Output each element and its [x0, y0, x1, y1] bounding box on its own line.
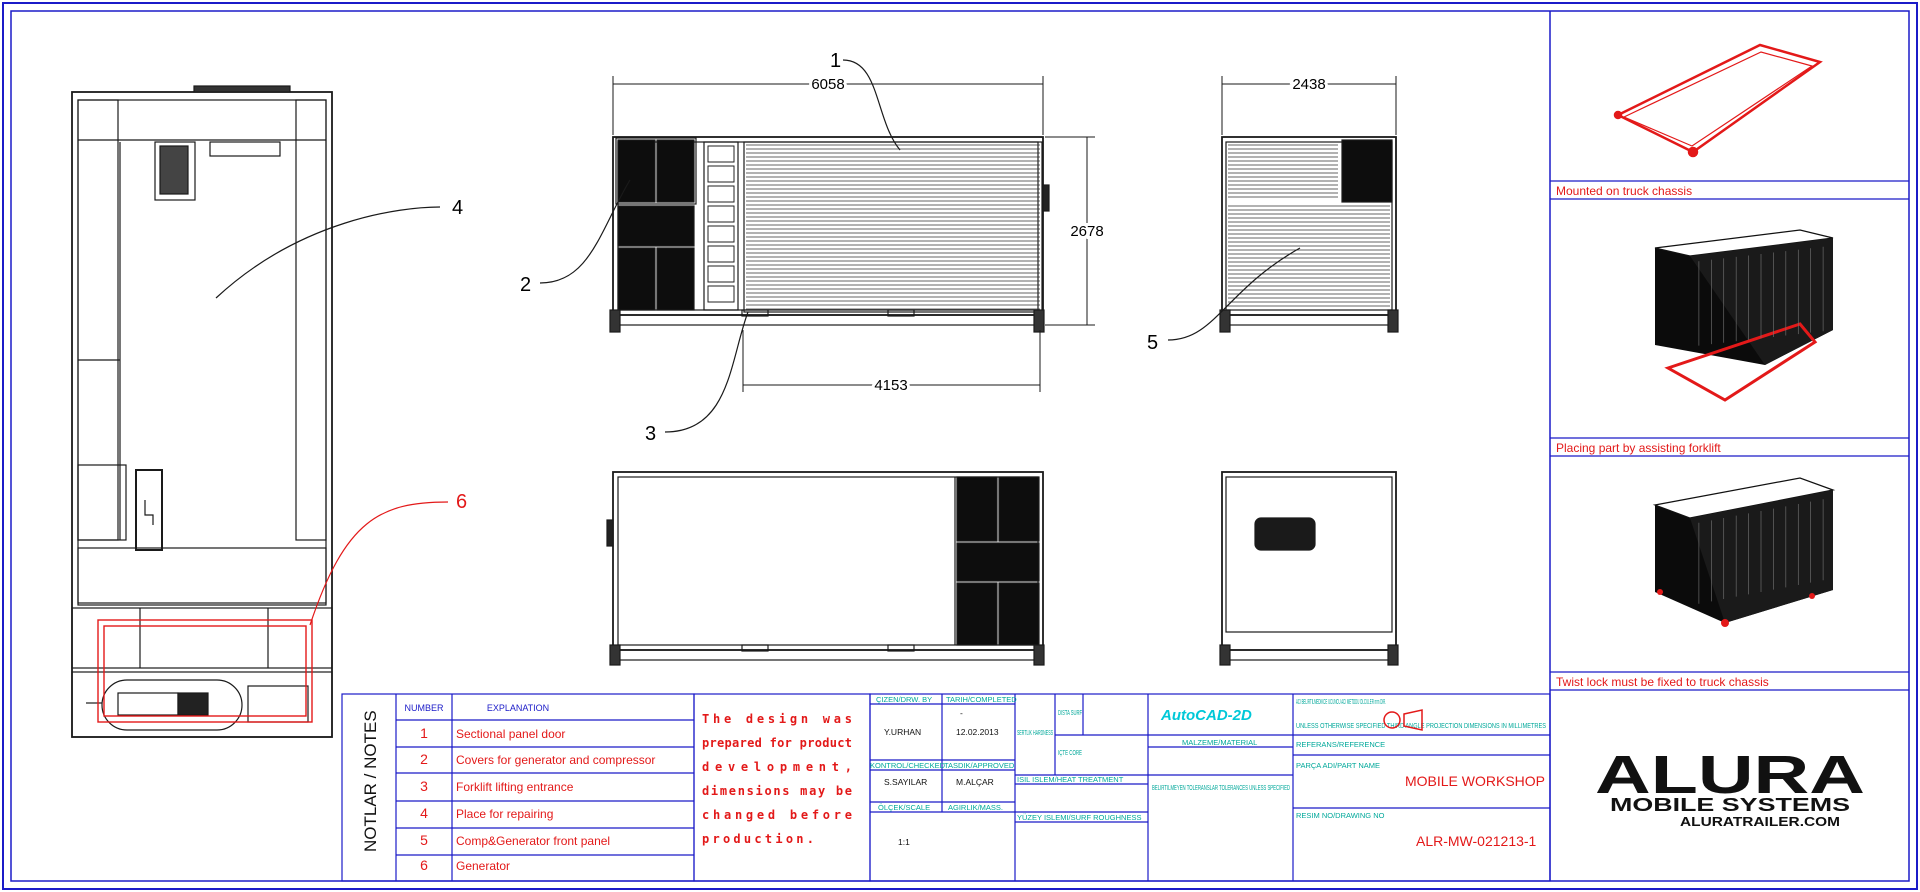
note-text: Generator [456, 859, 510, 873]
plan-view [71, 85, 333, 738]
design-note-line: changed before [702, 808, 852, 822]
twist-lock-sketch [1652, 477, 1836, 627]
dim-length: 6058 [811, 76, 844, 93]
title-block-grid [869, 693, 1551, 882]
third-angle-cone-icon [1403, 709, 1423, 731]
rear-view [606, 471, 1045, 666]
note-number: 2 [420, 751, 428, 767]
compartment-box [707, 165, 735, 183]
compartment-box [707, 285, 735, 303]
note-text: Place for repairing [456, 807, 553, 821]
notes-col-explanation: EXPLANATION [487, 703, 549, 713]
dimension-lines [612, 76, 1397, 392]
tb-angle-tr: ACI BELIRTILMEDIKCE UCUNCU ACI METODU OL… [1296, 699, 1386, 706]
logo-brand: ALURA [1595, 745, 1865, 805]
tb-outer-label: DISTA SURF [1058, 710, 1082, 717]
notes-title: NOTLAR / NOTES [361, 710, 380, 852]
chassis-sketch [1613, 43, 1823, 158]
tb-date-top: - [960, 708, 963, 718]
design-note-line: production. [702, 832, 814, 846]
tb-scale-label: ÖLÇEK/SCALE [878, 803, 930, 812]
design-note-line: The design was [702, 712, 852, 726]
tb-material-label: MALZEME/MATERIAL [1182, 738, 1257, 747]
design-note: The design was prepared for product develo… [702, 712, 852, 846]
compartment-box [707, 265, 735, 283]
compartment-box [707, 225, 735, 243]
notes-rows: 1 Sectional panel door 2 Covers for generat… [420, 725, 655, 873]
logo-sub: MOBILE SYSTEMS [1610, 795, 1850, 815]
end-view [1219, 471, 1399, 666]
company-logo: ALURA MOBILE SYSTEMS ALURATRAILER.COM [1595, 745, 1865, 829]
callout-1: 1 [830, 50, 841, 72]
callout-3: 3 [645, 423, 656, 445]
side-door-slats [1228, 144, 1390, 307]
note-number: 5 [420, 832, 428, 848]
tb-heat-label: ISIL ISLEM/HEAT TREATMENT [1017, 775, 1124, 784]
dim-door: 4153 [874, 377, 907, 394]
design-note-line: development, [702, 760, 852, 774]
tb-date-label: TARIH/COMPLETED [946, 695, 1017, 704]
note-number: 1 [420, 725, 428, 741]
note-number: 6 [420, 857, 428, 873]
compartment-box [707, 245, 735, 263]
notes-col-number: NUMBER [404, 703, 444, 713]
note-number: 3 [420, 778, 428, 794]
logo-url: ALURATRAILER.COM [1680, 814, 1840, 829]
callout-6: 6 [456, 491, 467, 513]
tb-angle-en: UNLESS OTHERWISE SPECIFIED THIRD ANGLE P… [1296, 723, 1546, 730]
container-sketch-ribs [1698, 246, 1824, 604]
tb-surface-label: YÜZEY ISLEMI/SURF ROUGHNESS [1017, 813, 1141, 822]
generator-highlight [97, 619, 313, 723]
caption-forklift: Placing part by assisting forklift [1556, 441, 1721, 455]
side-panel-lines [1550, 180, 1909, 691]
note-number: 4 [420, 805, 428, 821]
tb-approved-label: TASDIK/APPROVED [944, 761, 1015, 770]
compartment-box [707, 145, 735, 163]
tb-drawing-label: RESIM NO/DRAWING NO [1296, 811, 1385, 820]
front-view [609, 136, 1050, 333]
tb-approved: M.ALÇAR [956, 777, 994, 787]
note-text: Comp&Generator front panel [456, 834, 610, 848]
compartment-box [707, 185, 735, 203]
tb-scale: 1:1 [898, 837, 910, 847]
tb-drawing-no: ALR-MW-021213-1 [1416, 833, 1537, 849]
note-text: Covers for generator and compressor [456, 753, 655, 767]
note-text: Forklift lifting entrance [456, 780, 574, 794]
caption-twist-lock: Twist lock must be fixed to truck chassi… [1556, 675, 1769, 689]
tb-inner-label: IÇTE CORE [1058, 750, 1082, 757]
design-note-line: prepared for product [702, 736, 852, 750]
tb-drawn-label: ÇIZEN/DRW. BY [876, 695, 932, 704]
front-compartment-boxes [707, 145, 735, 303]
tb-part-label: PARÇA ADI/PART NAME [1296, 761, 1380, 770]
forklift-placement-sketch [1654, 229, 1834, 402]
tb-date: 12.02.2013 [956, 727, 999, 737]
callout-2: 2 [520, 274, 531, 296]
front-door-slats [746, 144, 1040, 310]
tb-reference-label: REFERANS/REFERENCE [1296, 740, 1385, 749]
caption-mounted: Mounted on truck chassis [1556, 184, 1692, 198]
tb-tolerance-label: BELIRTILMEYEN TOLERANSLAR TOLERANCES UNL… [1152, 785, 1290, 792]
design-note-line: dimensions may be [702, 784, 852, 798]
tb-software: AutoCAD-2D [1160, 707, 1252, 724]
third-angle-symbol-icon [1383, 711, 1401, 729]
callout-4: 4 [452, 197, 463, 219]
compartment-box [707, 205, 735, 223]
leader-lines [215, 59, 1301, 626]
tb-checked-label: KONTROL/CHECKED [870, 761, 946, 770]
note-text: Sectional panel door [456, 727, 565, 741]
tb-drawn: Y.URHAN [884, 727, 921, 737]
tb-part-name: MOBILE WORKSHOP [1405, 773, 1545, 789]
tb-checked: S.SAYILAR [884, 777, 927, 787]
tb-weight-label: AGIRLIK/MASS. [948, 803, 1003, 812]
tb-hardness-label: SERTLIK HARDNESS [1017, 730, 1053, 737]
dim-height: 2678 [1070, 223, 1103, 240]
callout-5: 5 [1147, 332, 1158, 354]
dim-width: 2438 [1292, 76, 1325, 93]
side-view [1219, 136, 1399, 333]
